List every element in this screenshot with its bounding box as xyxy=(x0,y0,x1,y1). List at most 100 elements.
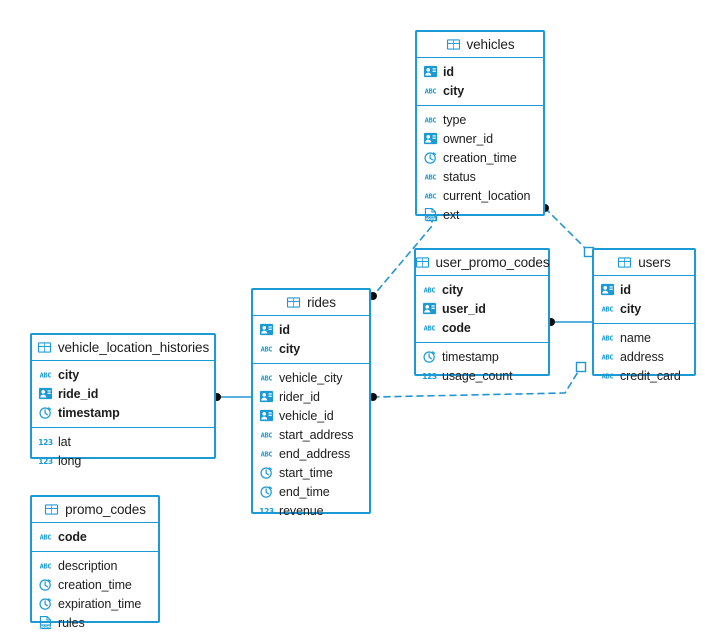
column-field-creation_time[interactable]: creation_time xyxy=(32,575,158,594)
id-badge-icon xyxy=(600,282,615,297)
field-label: city xyxy=(620,301,642,316)
svg-text:123: 123 xyxy=(422,372,437,381)
field-label: start_time xyxy=(279,465,333,480)
abc-string-icon: ABC xyxy=(259,446,274,461)
svg-text:ABC: ABC xyxy=(40,372,52,380)
entity-title: users xyxy=(638,255,671,270)
entity-title: promo_codes xyxy=(65,502,146,517)
field-label: city xyxy=(443,83,465,98)
column-field-owner_id[interactable]: owner_id xyxy=(417,129,543,148)
column-field-rider_id[interactable]: rider_id xyxy=(253,387,369,406)
field-label: ride_id xyxy=(58,386,99,401)
id-badge-icon xyxy=(259,408,274,423)
svg-text:ABC: ABC xyxy=(425,117,437,125)
column-field-start_time[interactable]: start_time xyxy=(253,463,369,482)
abc-string-icon: ABC xyxy=(600,330,615,345)
abc-string-icon: ABC xyxy=(38,529,53,544)
field-label: end_time xyxy=(279,484,330,499)
relationship-user_promo_codes-users[interactable] xyxy=(547,318,593,326)
column-field-end_time[interactable]: end_time xyxy=(253,482,369,501)
field-label: usage_count xyxy=(442,368,513,383)
column-field-usage_count[interactable]: 123 usage_count xyxy=(416,366,548,385)
json-file-icon: JSON xyxy=(38,615,53,630)
table-icon xyxy=(415,255,430,270)
abc-string-icon: ABC xyxy=(259,341,274,356)
clock-icon xyxy=(38,596,53,611)
primary-key-field-timestamp[interactable]: timestamp xyxy=(32,403,214,422)
entity-header-vehicles[interactable]: vehicles xyxy=(417,32,543,58)
abc-string-icon: ABC xyxy=(600,349,615,364)
relationship-vlh-rides[interactable] xyxy=(213,393,252,401)
clock-icon xyxy=(38,577,53,592)
relationship-line xyxy=(544,207,590,253)
primary-key-field-ride_id[interactable]: ride_id xyxy=(32,384,214,403)
primary-key-field-id[interactable]: id xyxy=(594,280,694,299)
column-field-creation_time[interactable]: creation_time xyxy=(417,148,543,167)
svg-text:ABC: ABC xyxy=(425,174,437,182)
entity-header-vehicle_location_histories[interactable]: vehicle_location_histories xyxy=(32,335,214,361)
column-field-timestamp[interactable]: timestamp xyxy=(416,347,548,366)
id-badge-icon xyxy=(38,386,53,401)
abc-string-icon: ABC xyxy=(423,169,438,184)
svg-text:ABC: ABC xyxy=(424,325,436,333)
abc-string-icon: ABC xyxy=(600,368,615,383)
svg-text:ABC: ABC xyxy=(261,346,273,354)
entity-header-promo_codes[interactable]: promo_codes xyxy=(32,497,158,523)
field-label: creation_time xyxy=(443,150,517,165)
svg-text:ABC: ABC xyxy=(425,193,437,201)
clock-icon xyxy=(38,405,53,420)
primary-key-field-user_id[interactable]: user_id xyxy=(416,299,548,318)
entity-header-user_promo_codes[interactable]: user_promo_codes xyxy=(415,250,550,276)
id-badge-icon xyxy=(423,64,438,79)
column-field-vehicle_id[interactable]: vehicle_id xyxy=(253,406,369,425)
entity-title: user_promo_codes xyxy=(435,255,550,270)
column-field-expiration_time[interactable]: expiration_time xyxy=(32,594,158,613)
field-label: creation_time xyxy=(58,577,132,592)
entity-header-rides[interactable]: rides xyxy=(253,290,369,316)
field-label: owner_id xyxy=(443,131,493,146)
field-label: vehicle_id xyxy=(279,408,334,423)
field-label: ext xyxy=(443,207,460,222)
svg-text:123: 123 xyxy=(38,438,53,447)
clock-icon xyxy=(259,465,274,480)
relationship-endpoint-square-to xyxy=(575,361,587,373)
entity-header-users[interactable]: users xyxy=(594,250,694,276)
entity-title: vehicle_location_histories xyxy=(57,340,210,355)
svg-text:ABC: ABC xyxy=(602,354,614,362)
primary-key-field-id[interactable]: id xyxy=(253,320,369,339)
primary-key-field-id[interactable]: id xyxy=(417,62,543,81)
